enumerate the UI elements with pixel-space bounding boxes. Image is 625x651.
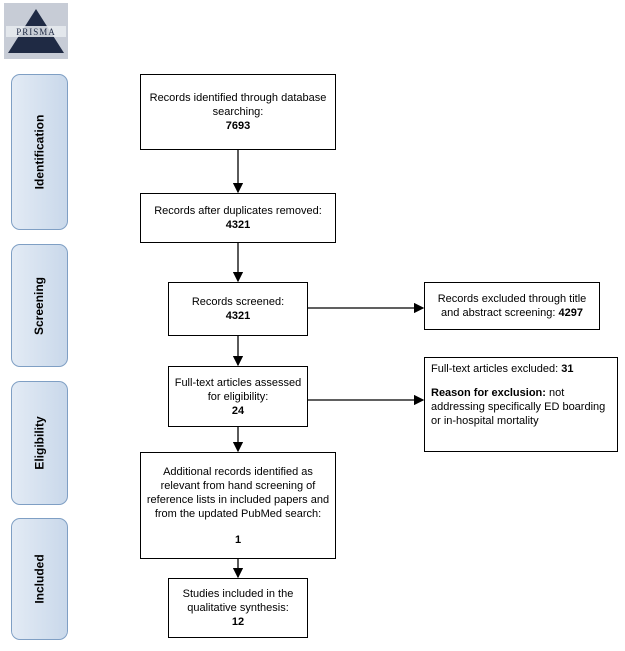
records-screened-text: Records screened:: [191, 296, 285, 308]
studies-included-count: 12: [231, 616, 245, 628]
records-identified-text: Records identified through database sear…: [149, 92, 327, 118]
box-records-identified: Records identified through database sear…: [140, 74, 336, 150]
prisma-logo-graphic: PRISMA: [4, 3, 68, 59]
box-records-screened: Records screened: 4321: [168, 282, 308, 336]
exclusion-reason-text: not addressing specifically ED boarding …: [431, 387, 606, 427]
prisma-logo: PRISMA: [4, 3, 68, 59]
records-identified-count: 7693: [225, 120, 251, 132]
box-excluded-screening: Records excluded through title and abstr…: [424, 282, 600, 330]
stage-eligibility: Eligibility: [11, 381, 68, 505]
excluded-screening-label: Records excluded through title and abstr…: [437, 293, 587, 319]
stage-included: Included: [11, 518, 68, 640]
studies-included-text: Studies included in the qualitative synt…: [182, 588, 294, 614]
box-fulltext-assessed: Full-text articles assessed for eligibil…: [168, 366, 308, 427]
duplicates-removed-text: Records after duplicates removed:: [154, 205, 322, 217]
excluded-fulltext-count: 31: [561, 363, 574, 375]
additional-records-text: Additional records identified as relevan…: [146, 465, 330, 520]
stage-screening: Screening: [11, 244, 68, 367]
excluded-screening-count: 4297: [558, 307, 583, 319]
stage-identification: Identification: [11, 74, 68, 230]
box-excluded-fulltext: Full-text articles excluded: 31 Reason f…: [424, 357, 618, 452]
exclusion-reason-label: Reason for exclusion:: [431, 387, 546, 399]
box-studies-included: Studies included in the qualitative synt…: [168, 578, 308, 638]
fulltext-assessed-count: 24: [231, 404, 245, 417]
box-duplicates-removed: Records after duplicates removed: 4321: [140, 193, 336, 243]
excluded-fulltext-line: Full-text articles excluded: 31: [431, 362, 573, 376]
exclusion-reason: Reason for exclusion: not addressing spe…: [431, 386, 611, 428]
additional-records-count: 1: [234, 533, 242, 546]
box-additional-records: Additional records identified as relevan…: [140, 452, 336, 559]
duplicates-removed-count: 4321: [225, 219, 251, 231]
excluded-fulltext-label: Full-text articles excluded:: [431, 363, 559, 375]
fulltext-assessed-text: Full-text articles assessed for eligibil…: [174, 376, 302, 403]
records-screened-count: 4321: [225, 310, 251, 322]
svg-text:PRISMA: PRISMA: [16, 27, 56, 37]
excluded-screening-text: Records excluded through title and abstr…: [429, 292, 595, 320]
